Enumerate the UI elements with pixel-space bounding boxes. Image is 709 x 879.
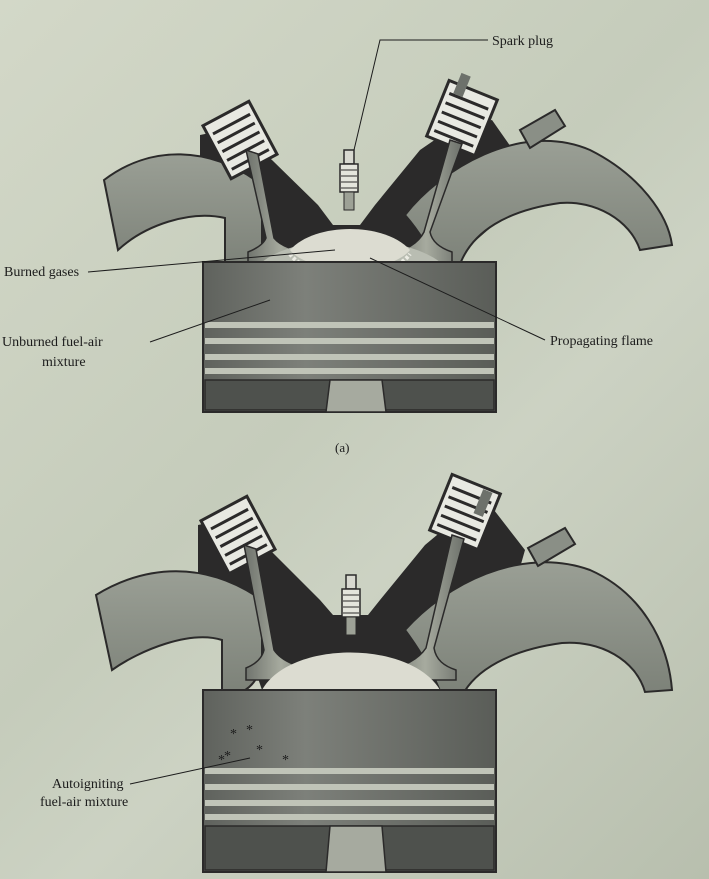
autoignition-star-5: * xyxy=(218,753,225,768)
label-propagating-flame: Propagating flame xyxy=(550,334,653,349)
label-burned-gases: Burned gases xyxy=(4,265,79,280)
label-autoigniting-line1: Autoigniting xyxy=(52,777,124,792)
label-spark-plug: Spark plug xyxy=(492,34,553,49)
engine-diagram-b: * * * * * * Autoigniting fuel-air mixtur… xyxy=(40,474,672,872)
intake-port-b xyxy=(96,571,262,696)
spark-plug xyxy=(340,150,358,210)
label-unburned-line2: mixture xyxy=(42,355,86,370)
autoignition-star-3: * xyxy=(224,749,231,764)
label-unburned-line1: Unburned fuel-air xyxy=(2,335,103,350)
piston-pin-window xyxy=(326,380,386,412)
autoignition-star-4: * xyxy=(256,743,263,758)
autoignition-star-1: * xyxy=(230,727,237,742)
engine-diagram-a: Spark plug Burned gases Unburned fuel-ai… xyxy=(2,34,672,455)
piston-pin-window-b xyxy=(326,826,386,872)
exhaust-pipe-stub-b xyxy=(528,528,575,566)
autoignition-star-2: * xyxy=(246,723,253,738)
caption-a: (a) xyxy=(335,440,349,455)
autoignition-star-6: * xyxy=(282,753,289,768)
label-autoigniting-line2: fuel-air mixture xyxy=(40,795,128,810)
